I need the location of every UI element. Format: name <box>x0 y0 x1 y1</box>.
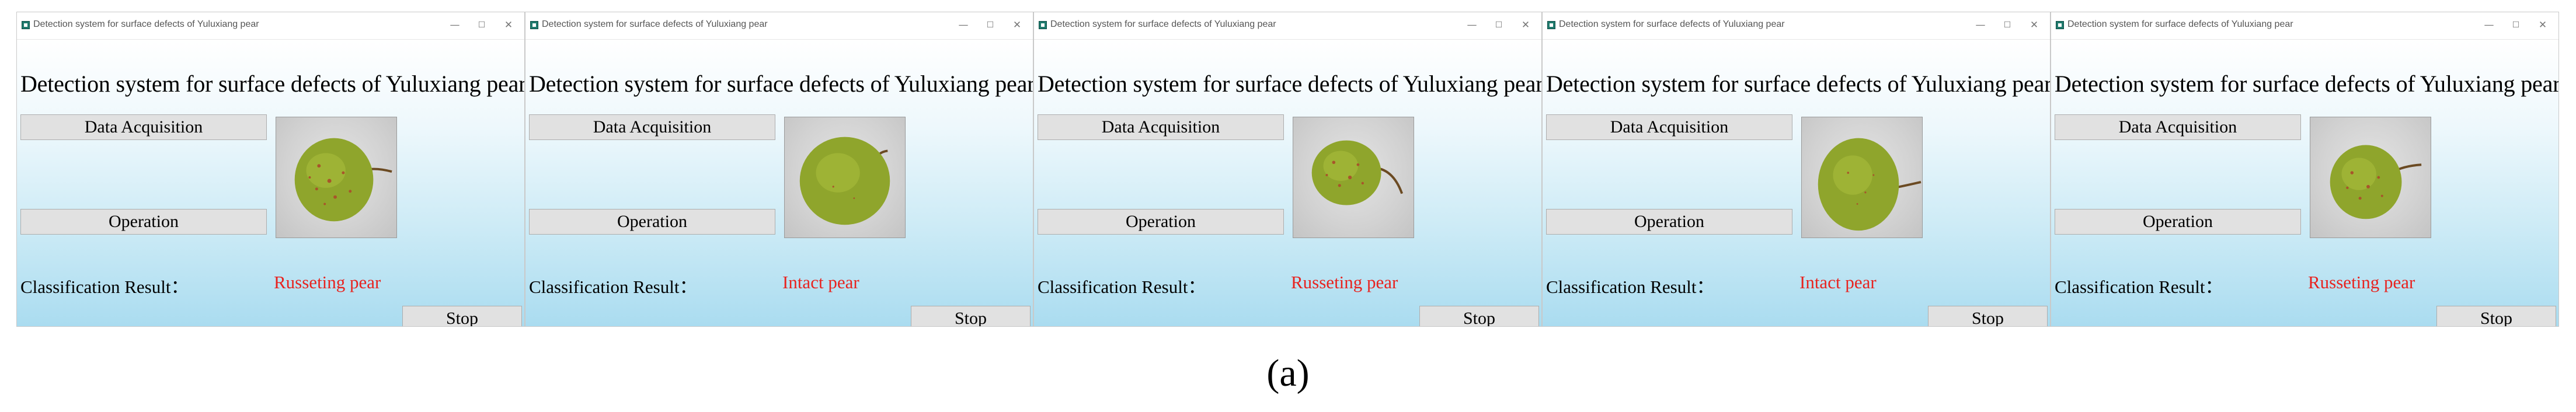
pear-image <box>784 117 906 238</box>
close-icon[interactable]: ✕ <box>1521 19 1530 31</box>
window-title: Detection system for surface defects of … <box>33 19 259 29</box>
pear-image <box>1293 117 1414 238</box>
page-title: Detection system for surface defects of … <box>20 71 525 97</box>
close-icon[interactable]: ✕ <box>2538 19 2547 31</box>
page-title: Detection system for surface defects of … <box>529 71 1033 97</box>
operation-button[interactable]: Operation <box>1546 209 1792 235</box>
data-acquisition-button[interactable]: Data Acquisition <box>2055 114 2301 140</box>
data-acquisition-button[interactable]: Data Acquisition <box>529 114 775 140</box>
classification-result-label: Classification Result： <box>1038 277 1206 297</box>
stop-button[interactable]: Stop <box>1928 306 2048 326</box>
client-area: Detection system for surface defects of … <box>17 40 524 326</box>
application-icon <box>530 21 538 29</box>
app-window: Detection system for surface defects of … <box>16 12 525 327</box>
client-area: Detection system for surface defects of … <box>525 40 1033 326</box>
pear-image <box>1801 117 1923 238</box>
title-bar[interactable]: Detection system for surface defects of … <box>2051 12 2558 40</box>
stop-button[interactable]: Stop <box>911 306 1031 326</box>
window-title: Detection system for surface defects of … <box>1050 19 1276 29</box>
minimize-icon[interactable]: — <box>958 19 969 31</box>
close-icon[interactable]: ✕ <box>1012 19 1022 31</box>
application-icon <box>1039 21 1047 29</box>
minimize-icon[interactable]: — <box>450 19 460 31</box>
window-title: Detection system for surface defects of … <box>2067 19 2293 29</box>
application-icon <box>2056 21 2064 29</box>
classification-result-value: Intact pear <box>1799 272 1877 292</box>
title-bar[interactable]: Detection system for surface defects of … <box>17 12 524 40</box>
app-window: Detection system for surface defects of … <box>1033 12 1542 327</box>
classification-result-label: Classification Result： <box>2055 277 2223 297</box>
stop-button[interactable]: Stop <box>2436 306 2556 326</box>
maximize-icon[interactable]: ☐ <box>2003 20 2011 30</box>
operation-button[interactable]: Operation <box>20 209 267 235</box>
minimize-icon[interactable]: — <box>1467 19 1477 31</box>
stop-button[interactable]: Stop <box>402 306 522 326</box>
app-windows-strip: Detection system for surface defects of … <box>16 12 2560 327</box>
data-acquisition-button[interactable]: Data Acquisition <box>1546 114 1792 140</box>
classification-result-value: Russeting pear <box>1291 272 1398 292</box>
close-icon[interactable]: ✕ <box>504 19 513 31</box>
page-title: Detection system for surface defects of … <box>2055 71 2559 97</box>
app-window: Detection system for surface defects of … <box>525 12 1033 327</box>
window-title: Detection system for surface defects of … <box>1559 19 1785 29</box>
app-window: Detection system for surface defects of … <box>2051 12 2559 327</box>
application-icon <box>1547 21 1555 29</box>
operation-button[interactable]: Operation <box>529 209 775 235</box>
figure-caption: (a) <box>1266 352 1310 394</box>
maximize-icon[interactable]: ☐ <box>1495 20 1503 30</box>
operation-button[interactable]: Operation <box>1038 209 1284 235</box>
pear-image <box>2310 117 2431 238</box>
classification-result-label: Classification Result： <box>20 277 189 297</box>
title-bar[interactable]: Detection system for surface defects of … <box>1543 12 2050 40</box>
app-window: Detection system for surface defects of … <box>1542 12 2051 327</box>
classification-result-value: Russeting pear <box>274 272 381 292</box>
classification-result-label: Classification Result： <box>529 277 698 297</box>
maximize-icon[interactable]: ☐ <box>986 20 994 30</box>
minimize-icon[interactable]: — <box>2484 19 2494 31</box>
pear-image <box>276 117 397 238</box>
minimize-icon[interactable]: — <box>1975 19 1986 31</box>
title-bar[interactable]: Detection system for surface defects of … <box>525 12 1033 40</box>
title-bar[interactable]: Detection system for surface defects of … <box>1034 12 1541 40</box>
data-acquisition-button[interactable]: Data Acquisition <box>1038 114 1284 140</box>
client-area: Detection system for surface defects of … <box>1034 40 1541 326</box>
client-area: Detection system for surface defects of … <box>1543 40 2050 326</box>
page-title: Detection system for surface defects of … <box>1546 71 2051 97</box>
client-area: Detection system for surface defects of … <box>2051 40 2558 326</box>
classification-result-label: Classification Result： <box>1546 277 1715 297</box>
operation-button[interactable]: Operation <box>2055 209 2301 235</box>
classification-result-value: Intact pear <box>782 272 859 292</box>
maximize-icon[interactable]: ☐ <box>478 20 486 30</box>
stop-button[interactable]: Stop <box>1419 306 1539 326</box>
close-icon[interactable]: ✕ <box>2030 19 2039 31</box>
data-acquisition-button[interactable]: Data Acquisition <box>20 114 267 140</box>
window-title: Detection system for surface defects of … <box>542 19 768 29</box>
application-icon <box>22 21 30 29</box>
page-title: Detection system for surface defects of … <box>1038 71 1542 97</box>
classification-result-value: Russeting pear <box>2308 272 2415 292</box>
maximize-icon[interactable]: ☐ <box>2512 20 2520 30</box>
